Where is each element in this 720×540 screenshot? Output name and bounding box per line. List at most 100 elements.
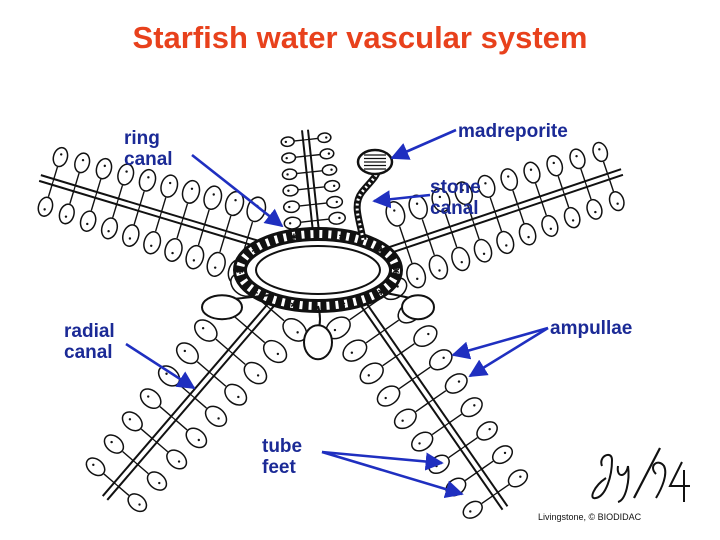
tiedemann-body: ✱ <box>251 288 259 298</box>
label-ring-canal-line2: canal <box>124 149 173 170</box>
radial-canal-line <box>106 293 286 501</box>
arrow-tube-feet-2 <box>321 450 464 499</box>
arrow-ring-canal <box>191 153 284 228</box>
tube-foot <box>95 157 113 180</box>
tube-foot <box>451 246 471 272</box>
tiedemann-body: ✱ <box>290 233 298 243</box>
tube-foot <box>160 174 179 198</box>
tube-foot <box>203 185 223 211</box>
polian-vesicle <box>303 324 333 361</box>
arm-lower-left <box>85 273 308 513</box>
tube-foot <box>282 200 301 214</box>
tube-foot <box>444 373 468 394</box>
arm-top <box>280 129 346 233</box>
tube-foot <box>454 181 474 206</box>
polian-vesicle <box>401 294 435 321</box>
tube-foot <box>138 168 157 192</box>
tube-foot <box>342 339 368 362</box>
tube-foot <box>385 201 406 227</box>
radial-canal-line <box>101 289 281 497</box>
label-stone-canal: stone canal <box>430 177 481 219</box>
tube-foot <box>462 500 483 519</box>
arm-right <box>385 141 625 289</box>
tube-foot <box>431 187 451 213</box>
credit-text: Livingstone, © BIODIDAC <box>538 512 642 522</box>
stone-canal <box>353 167 382 241</box>
tube-foot <box>393 408 417 430</box>
tube-foot <box>52 146 69 168</box>
radial-canal-line <box>351 293 504 511</box>
tube-foot <box>586 198 603 220</box>
tube-foot <box>122 224 140 247</box>
tube-foot <box>143 231 162 255</box>
tiedemann-body: ✱ <box>338 301 346 311</box>
label-ring-canal-line1: ring <box>124 128 160 149</box>
tube-foot <box>79 210 97 232</box>
tube-foot <box>359 362 384 385</box>
arrow-tube-feet-1 <box>321 450 444 471</box>
tube-foot <box>518 222 537 246</box>
tiedemann-body: ✱ <box>338 233 346 243</box>
tube-foot <box>204 405 228 427</box>
tube-foot <box>280 136 295 148</box>
tube-foot <box>121 411 143 432</box>
label-tube-feet-line1: tube <box>262 436 303 457</box>
radial-canal-line <box>356 289 509 507</box>
radial-canal-line <box>301 130 315 233</box>
tube-foot <box>139 388 162 410</box>
polian-vesicle <box>201 294 243 321</box>
madreporite <box>356 148 394 176</box>
label-radial-canal-line1: radial <box>64 321 115 342</box>
tube-foot <box>281 152 297 164</box>
diagram-title: Starfish water vascular system <box>132 20 588 55</box>
tube-foot <box>496 230 515 255</box>
tube-foot <box>328 211 346 225</box>
tube-foot <box>476 421 498 441</box>
polian-vesicles <box>201 291 435 361</box>
tube-foot <box>185 244 205 270</box>
ring-canal-center <box>255 245 381 295</box>
tube-foot <box>323 179 341 193</box>
tiedemann-body: ✱ <box>392 267 400 277</box>
tube-foot <box>281 168 298 181</box>
tiedemann-body: ✱ <box>236 267 244 277</box>
tube-foot <box>406 262 427 289</box>
tube-foot <box>523 161 541 184</box>
tube-foot <box>411 431 434 452</box>
tube-foot <box>428 349 453 371</box>
tube-foot <box>325 195 344 209</box>
tube-foot <box>127 493 148 513</box>
tube-foot <box>193 319 218 342</box>
tube-foot <box>283 216 302 230</box>
tube-foot <box>428 254 449 280</box>
tube-foot <box>243 361 268 385</box>
tube-foot <box>321 164 338 176</box>
tube-foot <box>175 342 199 365</box>
tube-foot <box>473 238 493 263</box>
tube-foot <box>164 237 183 262</box>
tube-foot <box>58 203 75 225</box>
tube-foot <box>262 339 288 364</box>
tube-foot <box>563 206 581 229</box>
tiedemann-body: ✱ <box>377 246 385 256</box>
label-stone-canal-line2: canal <box>430 198 479 219</box>
tube-foot <box>206 251 226 277</box>
tube-foot <box>103 434 125 454</box>
label-ampullae: ampullae <box>550 318 633 339</box>
tube-foot <box>491 445 514 465</box>
ring-canal: ✱✱✱✱✱✱✱✱✱✱ <box>233 227 403 313</box>
tiedemann-body: ✱ <box>290 301 298 311</box>
tube-foot <box>282 184 299 197</box>
arrow-ampullae-2 <box>468 326 549 378</box>
tube-foot <box>317 132 332 144</box>
label-ring-canal: ring canal <box>124 128 173 170</box>
tube-foot <box>181 179 201 204</box>
radial-canal-line <box>306 129 320 232</box>
tube-foot <box>460 397 483 418</box>
tube-foot <box>376 385 401 407</box>
tube-foot <box>117 163 135 186</box>
tube-foot <box>85 457 106 477</box>
tube-foot <box>507 469 529 488</box>
tube-foot <box>185 427 208 449</box>
